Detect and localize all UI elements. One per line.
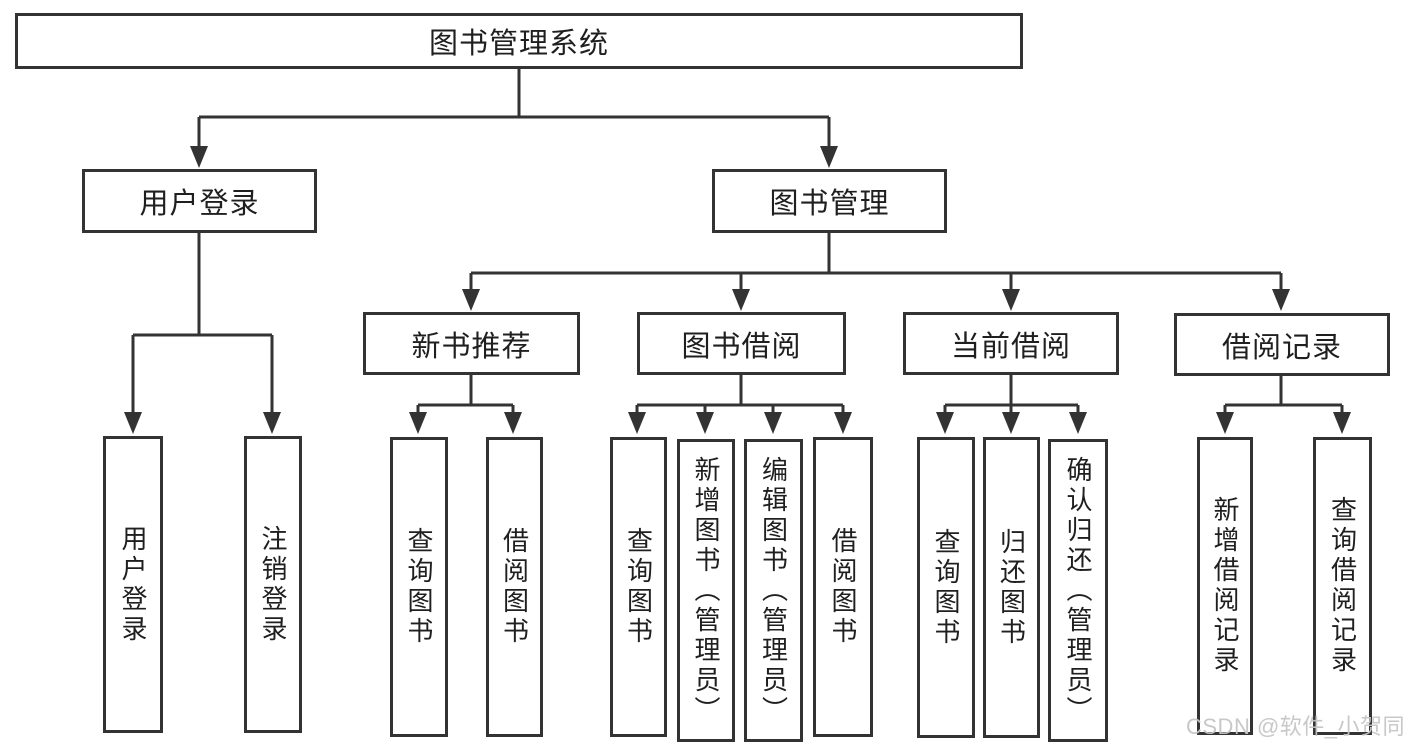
node-label: 查询图书: [404, 527, 434, 647]
leaf-query-books-3: 查询图书: [917, 437, 975, 738]
arrowheads-currentborrow-leaves: [936, 412, 1087, 434]
node-label: 借阅图书: [499, 527, 530, 647]
leaf-user-login: 用户登录: [103, 436, 163, 733]
node-user-login: 用户登录: [82, 169, 317, 233]
arrowheads-borrowrecords-leaves: [1216, 412, 1351, 434]
node-label: 查询图书: [931, 527, 961, 648]
node-borrowing-records: 借阅记录: [1174, 313, 1390, 376]
node-book-management: 图书管理: [712, 169, 947, 233]
node-label: 借阅图书: [828, 527, 858, 647]
connector-bookmgmt-to-level3: [469, 233, 1283, 290]
node-label: 当前借阅: [950, 330, 1071, 363]
node-label: 查询借阅记录: [1327, 496, 1358, 676]
arrowheads-newbook-leaves: [409, 412, 522, 434]
node-label: 新增借阅记录: [1210, 496, 1240, 676]
node-label: 借阅记录: [1221, 331, 1342, 364]
node-library-management-system: 图书管理系统: [15, 13, 1023, 69]
arrowheads-bookborrow-leaves: [628, 412, 852, 434]
node-label: 归还图书: [996, 527, 1027, 648]
leaf-return-books: 归还图书: [983, 437, 1040, 738]
node-label: 注销登录: [258, 524, 288, 645]
connector-bookborrow-to-leaves: [635, 375, 845, 414]
leaf-add-borrow-record: 新增借阅记录: [1197, 437, 1253, 735]
leaf-logout: 注销登录: [244, 436, 302, 733]
node-label: 图书管理系统: [428, 28, 609, 60]
node-label: 确认归还（管理员）: [1063, 455, 1093, 726]
node-label: 用户登录: [139, 188, 260, 220]
arrowheads-level3: [462, 289, 1290, 311]
arrowheads-level2: [190, 146, 838, 168]
node-label: 图书借阅: [681, 330, 802, 363]
connector-userlogin-to-leaves: [131, 233, 274, 413]
leaf-borrow-books-1: 借阅图书: [486, 437, 543, 737]
csdn-watermark: CSDN @软件_小贺同学: [1186, 714, 1405, 739]
arrowheads-userlogin-leaves: [124, 412, 281, 434]
leaf-query-books-1: 查询图书: [390, 437, 448, 737]
leaf-borrow-books-2: 借阅图书: [813, 437, 873, 737]
node-label: 查询图书: [623, 527, 654, 647]
node-label: 用户登录: [118, 524, 148, 645]
node-book-borrowing: 图书借阅: [637, 312, 846, 375]
node-label: 新增图书（管理员）: [691, 455, 721, 726]
leaf-query-borrow-record: 查询借阅记录: [1313, 437, 1372, 735]
connector-borrowrecords-to-leaves: [1223, 376, 1344, 414]
node-label: 编辑图书（管理员）: [758, 455, 789, 726]
connector-newbook-to-leaves: [416, 375, 515, 414]
connector-root-to-level2: [197, 69, 831, 147]
leaf-edit-books-admin: 编辑图书（管理员）: [744, 439, 803, 742]
node-new-book-recommendation: 新书推荐: [363, 312, 580, 375]
node-current-borrowing: 当前借阅: [903, 312, 1119, 375]
connector-currentborrow-to-leaves: [943, 375, 1080, 414]
leaf-query-books-2: 查询图书: [610, 437, 667, 737]
leaf-add-books-admin: 新增图书（管理员）: [677, 439, 735, 742]
node-label: 新书推荐: [411, 330, 532, 363]
leaf-confirm-return-admin: 确认归还（管理员）: [1048, 439, 1108, 742]
node-label: 图书管理: [769, 188, 890, 220]
